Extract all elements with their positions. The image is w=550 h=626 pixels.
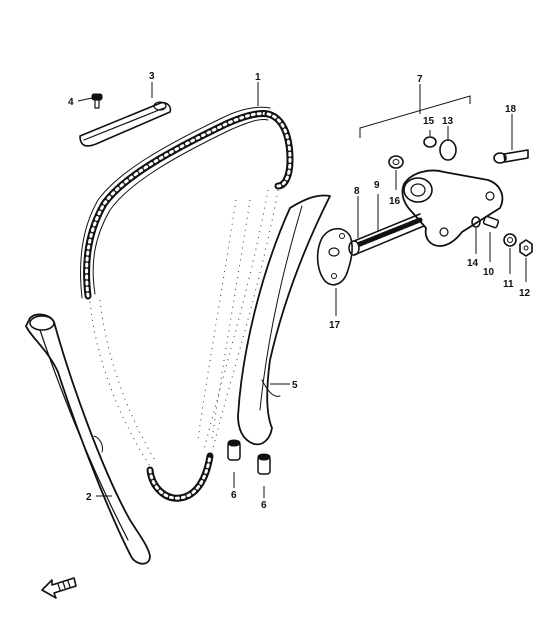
chain-guide-left — [25, 313, 151, 565]
pin-10 — [482, 215, 500, 229]
tensioner-bolt — [493, 149, 529, 164]
part-label-1: 1 — [255, 72, 261, 83]
part-label-12: 12 — [519, 288, 531, 299]
guide-bolt — [91, 93, 103, 109]
part-label-5: 5 — [292, 380, 298, 391]
chain-tensioner-guide — [237, 194, 331, 446]
part-label-18: 18 — [505, 104, 517, 115]
ring-14 — [471, 216, 481, 228]
washer-16 — [388, 155, 404, 169]
damper-b — [257, 453, 271, 475]
tensioner-gasket — [316, 227, 353, 286]
part-label-16: 16 — [389, 196, 401, 207]
leader-lines — [77, 82, 527, 498]
part-label-4: 4 — [68, 97, 74, 108]
part-label-2: 2 — [86, 492, 92, 503]
part-label-10: 10 — [483, 267, 495, 278]
part-label-9: 9 — [374, 180, 380, 191]
damper-a — [227, 439, 241, 461]
washer-11 — [503, 233, 517, 247]
part-label-6b: 6 — [261, 500, 267, 511]
nut-12 — [519, 239, 533, 257]
tensioner-cap — [423, 136, 437, 148]
part-label-3: 3 — [149, 71, 155, 82]
part-label-17: 17 — [329, 320, 341, 331]
cam-chain — [80, 106, 294, 502]
part-label-7: 7 — [417, 74, 423, 85]
part-label-13: 13 — [442, 116, 454, 127]
part-label-6a: 6 — [231, 490, 237, 501]
part-label-8: 8 — [354, 186, 360, 197]
part-label-14: 14 — [467, 258, 479, 269]
o-ring — [439, 139, 457, 161]
part-labels: 1 2 3 4 5 6 6 7 8 9 10 11 12 13 14 15 16… — [68, 71, 531, 511]
part-label-15: 15 — [423, 116, 435, 127]
front-direction-arrow-icon — [41, 577, 77, 599]
part-label-11: 11 — [503, 279, 514, 290]
tensioner-assembly — [359, 95, 504, 247]
tensioner-push-rod — [348, 213, 425, 256]
tensioner-spring — [357, 217, 423, 247]
chain-guide-top — [79, 101, 172, 147]
